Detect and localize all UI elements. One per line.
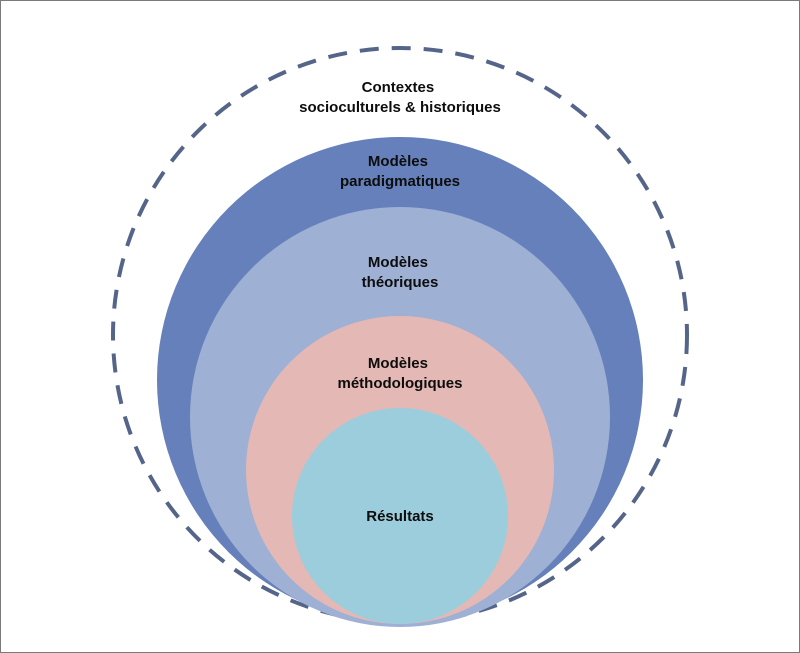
contexts-label: Contextes socioculturels & historiques	[299, 79, 501, 116]
paradigmatic-models-label-line-1: Modèles	[368, 153, 428, 170]
theoretical-models-label-line-1: Modèles	[368, 254, 428, 271]
methodological-models-label-line-1: Modèles	[368, 355, 428, 372]
paradigmatic-models-label: Modèles paradigmatiques	[340, 153, 460, 190]
theoretical-models-label-line-2: théoriques	[362, 274, 439, 291]
results-label: Résultats	[366, 508, 434, 525]
methodological-models-label: Modèles méthodologiques	[338, 355, 463, 392]
contexts-label-line-2: socioculturels & historiques	[299, 99, 501, 116]
theoretical-models-label: Modèles théoriques	[362, 254, 439, 291]
results-label-line-1: Résultats	[366, 508, 434, 525]
results-circle	[292, 408, 508, 624]
contexts-label-line-1: Contextes	[362, 79, 435, 96]
methodological-models-label-line-2: méthodologiques	[338, 375, 463, 392]
paradigmatic-models-label-line-2: paradigmatiques	[340, 173, 460, 190]
